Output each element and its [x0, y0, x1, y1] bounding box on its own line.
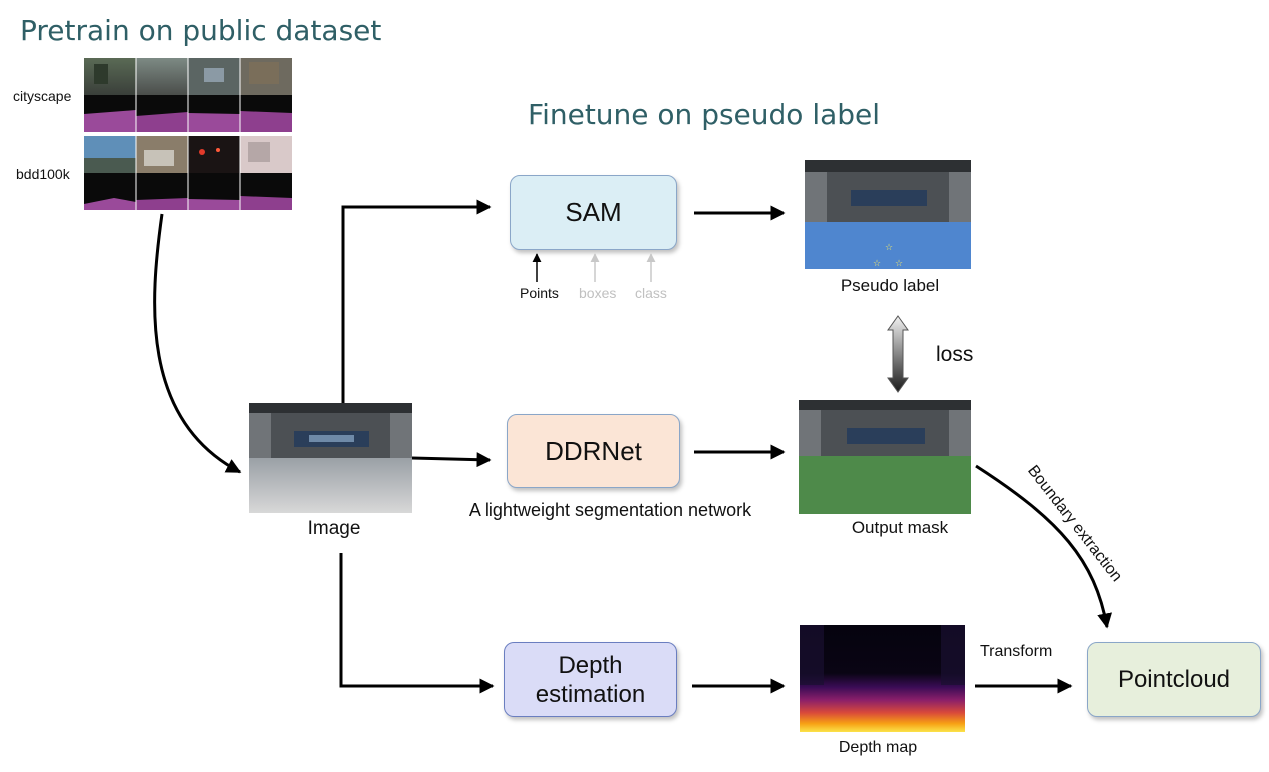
ddrnet-caption: A lightweight segmentation network [468, 500, 752, 520]
depth-estimation-box: Depth estimation [504, 642, 677, 717]
output-mask-caption: Output mask [851, 518, 949, 537]
pointcloud-box: Pointcloud [1087, 642, 1261, 717]
cityscape-samples-image [84, 58, 292, 132]
depth-map-image [800, 625, 965, 732]
input-image [249, 403, 412, 513]
depth-label-line1: Depth [558, 651, 623, 679]
svg-text:☆: ☆ [885, 243, 893, 253]
dataset-to-image-arrow [153, 213, 242, 474]
depth-label-line2: estimation [535, 680, 646, 708]
finetune-title: Finetune on pseudo label [528, 98, 881, 131]
output-mask-image [799, 400, 971, 514]
boundary-extraction-arrow [975, 464, 1112, 629]
sam-label: SAM [565, 197, 622, 227]
bdd100k-label: bdd100k [16, 166, 70, 182]
pointcloud-label: Pointcloud [1117, 665, 1231, 693]
svg-text:☆: ☆ [895, 259, 903, 269]
loss-double-arrow [887, 315, 909, 393]
svg-text:☆: ☆ [873, 259, 881, 269]
bdd100k-samples-image [84, 136, 292, 210]
class-prompt-label: class [635, 285, 667, 301]
image-to-sam-arrow [341, 199, 492, 403]
ddrnet-label: DDRNet [545, 435, 642, 466]
ddrnet-box: DDRNet [507, 414, 680, 488]
depth-map-caption: Depth map [838, 739, 918, 756]
transform-label: Transform [980, 643, 1053, 660]
pretrain-title: Pretrain on public dataset [20, 14, 382, 47]
image-label: Image [307, 518, 361, 539]
points-prompt-label: Points [520, 285, 559, 301]
sam-box: SAM [510, 175, 677, 250]
pseudo-label-image: ☆ ☆ ☆ [805, 160, 971, 269]
pseudo-label-caption: Pseudo label [840, 276, 940, 295]
image-to-depth-arrow [339, 553, 495, 694]
image-to-ddrnet-arrow [411, 452, 492, 468]
boxes-prompt-label: boxes [579, 285, 617, 301]
loss-label: loss [936, 343, 974, 366]
cityscape-label: cityscape [13, 88, 72, 104]
